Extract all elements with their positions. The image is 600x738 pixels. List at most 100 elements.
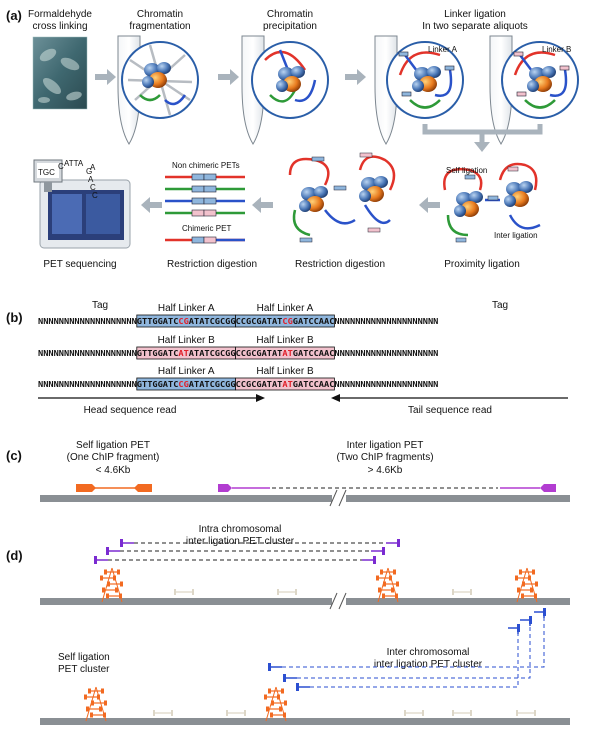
head-read-label: Head sequence read bbox=[84, 405, 177, 416]
self-ligation-cluster bbox=[84, 686, 107, 722]
intra-pet bbox=[94, 556, 376, 564]
bottom-step-3: Restriction digestion bbox=[295, 259, 385, 270]
single-pet bbox=[452, 589, 472, 595]
panel-c-label: (c) bbox=[6, 448, 22, 463]
bottom-step-4: Proximity ligation bbox=[444, 259, 520, 270]
half-linker-label: Half Linker B bbox=[256, 335, 314, 346]
chromosome-c bbox=[40, 489, 570, 507]
tube-linker-a: Linker A bbox=[374, 35, 464, 145]
sequence-text: NNNNNNNNNNNNNNNNNNNGTTGGATCCGATATCGCGGCC… bbox=[38, 379, 438, 389]
inter-pet bbox=[296, 624, 520, 691]
inter-pet bbox=[283, 616, 532, 682]
flow-arrows-top bbox=[95, 69, 366, 85]
inter-ligation-label: Inter ligation bbox=[494, 231, 538, 240]
self-ligation-cluster bbox=[376, 567, 399, 603]
self-clusters-bottom bbox=[84, 686, 536, 722]
step-4-line2: In two separate aliquots bbox=[422, 21, 528, 32]
self-pet-size: < 4.6Kb bbox=[96, 465, 131, 476]
sequence-row: Half Linker B Half Linker B NNNNNNNNNNNNNN… bbox=[38, 335, 438, 360]
sequence-row: Half Linker A Half Linker A NNNNNNNNNNNNNN… bbox=[38, 303, 438, 328]
bottom-step-2: Restriction digestion bbox=[167, 259, 257, 270]
chimeric-label: Chimeric PET bbox=[182, 224, 231, 233]
sequence-text: NNNNNNNNNNNNNNNNNNNGTTGGATCCGATATCGCGGCC… bbox=[38, 316, 438, 326]
tube-precipitation bbox=[241, 35, 329, 145]
step-4-line1: Linker ligation bbox=[444, 9, 506, 20]
self-ligation-cluster bbox=[264, 686, 287, 722]
seq-letters-7: C bbox=[90, 183, 96, 192]
tube-fragmentation bbox=[117, 35, 199, 145]
half-linker-label: Half Linker A bbox=[257, 303, 314, 314]
pet-list: Non chimeric PETs Chimeric PET bbox=[165, 161, 245, 244]
step-3-line2: precipitation bbox=[263, 21, 317, 32]
half-linker-label: Half Linker B bbox=[256, 366, 314, 377]
step-1-line1: Formaldehyde bbox=[28, 9, 92, 20]
single-pet bbox=[226, 710, 246, 716]
linker-a-label: Linker A bbox=[428, 45, 458, 54]
bottom-step-1: PET sequencing bbox=[43, 259, 116, 270]
half-linker-label: Half Linker A bbox=[158, 303, 215, 314]
intra-pet bbox=[106, 547, 385, 555]
seq-letters-5: A bbox=[90, 163, 96, 172]
seq-letters-8: C bbox=[92, 191, 98, 200]
seq-letters-4: G bbox=[86, 167, 92, 176]
inter-title-d: Inter chromosomal bbox=[387, 647, 470, 658]
self-pet-title: Self ligation PET bbox=[76, 440, 150, 451]
non-chimeric-label: Non chimeric PETs bbox=[172, 161, 240, 170]
self-ligation-cluster bbox=[100, 567, 123, 603]
cell-micrograph bbox=[32, 36, 88, 110]
intra-pet bbox=[120, 539, 400, 547]
inter-sub-d: inter ligation PET cluster bbox=[374, 659, 483, 670]
single-pet bbox=[174, 589, 194, 595]
digested-complexes bbox=[288, 152, 396, 243]
linker-b-label: Linker B bbox=[542, 45, 571, 54]
seq-letters-1: TGC bbox=[38, 168, 55, 177]
self-ligation-label: Self ligation bbox=[446, 166, 487, 175]
inter-pet bbox=[268, 608, 546, 671]
chromosome-d1 bbox=[40, 592, 570, 610]
inter-pet-sub: (Two ChIP fragments) bbox=[336, 452, 433, 463]
self-clusters-top bbox=[100, 567, 538, 603]
merge-bracket bbox=[422, 124, 543, 152]
tag-right-label: Tag bbox=[492, 300, 508, 311]
single-pet bbox=[452, 710, 472, 716]
tag-left-label: Tag bbox=[92, 300, 108, 311]
step-2-line2: fragmentation bbox=[129, 21, 190, 32]
sequence-text: NNNNNNNNNNNNNNNNNNNGTTGGATCATATATCGCGGCC… bbox=[38, 348, 438, 358]
single-pet bbox=[516, 710, 536, 716]
panel-d-label: (d) bbox=[6, 548, 23, 563]
step-1-line2: cross linking bbox=[32, 21, 87, 32]
intra-chromosomal-pets bbox=[94, 539, 400, 564]
panel-b-label: (b) bbox=[6, 310, 23, 325]
pet-row bbox=[165, 236, 245, 244]
single-pet bbox=[404, 710, 424, 716]
inter-pet-title: Inter ligation PET bbox=[347, 440, 424, 451]
tail-read-label: Tail sequence read bbox=[408, 405, 492, 416]
tube-linker-b: Linker B bbox=[489, 35, 579, 145]
half-linker-label: Half Linker B bbox=[158, 335, 216, 346]
self-cluster-label-1: Self ligation bbox=[58, 652, 110, 663]
pet-row bbox=[165, 197, 245, 205]
pet-row bbox=[165, 173, 245, 181]
read-arrows: Head sequence read Tail sequence read bbox=[38, 394, 568, 416]
pet-row bbox=[165, 185, 245, 193]
self-pet-sub: (One ChIP fragment) bbox=[67, 452, 160, 463]
step-2-line1: Chromatin bbox=[137, 9, 183, 20]
inter-pet-size: > 4.6Kb bbox=[368, 465, 403, 476]
self-cluster-label-2: PET cluster bbox=[58, 664, 110, 675]
single-pet bbox=[277, 589, 297, 595]
self-ligation-pet-c bbox=[76, 484, 152, 492]
sequencer-machine: TGC ATTA C G A A C C bbox=[33, 159, 131, 249]
inter-chromosomal-pets bbox=[268, 608, 546, 691]
intra-sub: inter ligation PET cluster bbox=[186, 536, 295, 547]
inter-ligation-pet-c bbox=[218, 484, 556, 492]
chromosome-d2 bbox=[40, 718, 570, 725]
step-3-line1: Chromatin bbox=[267, 9, 313, 20]
seq-letters-2: ATTA bbox=[64, 159, 84, 168]
intra-title: Intra chromosomal bbox=[199, 524, 282, 535]
seq-letters-6: A bbox=[88, 175, 94, 184]
single-pet bbox=[153, 710, 173, 716]
self-ligation-cluster bbox=[515, 567, 538, 603]
flow-arrows-bottom bbox=[141, 197, 440, 213]
